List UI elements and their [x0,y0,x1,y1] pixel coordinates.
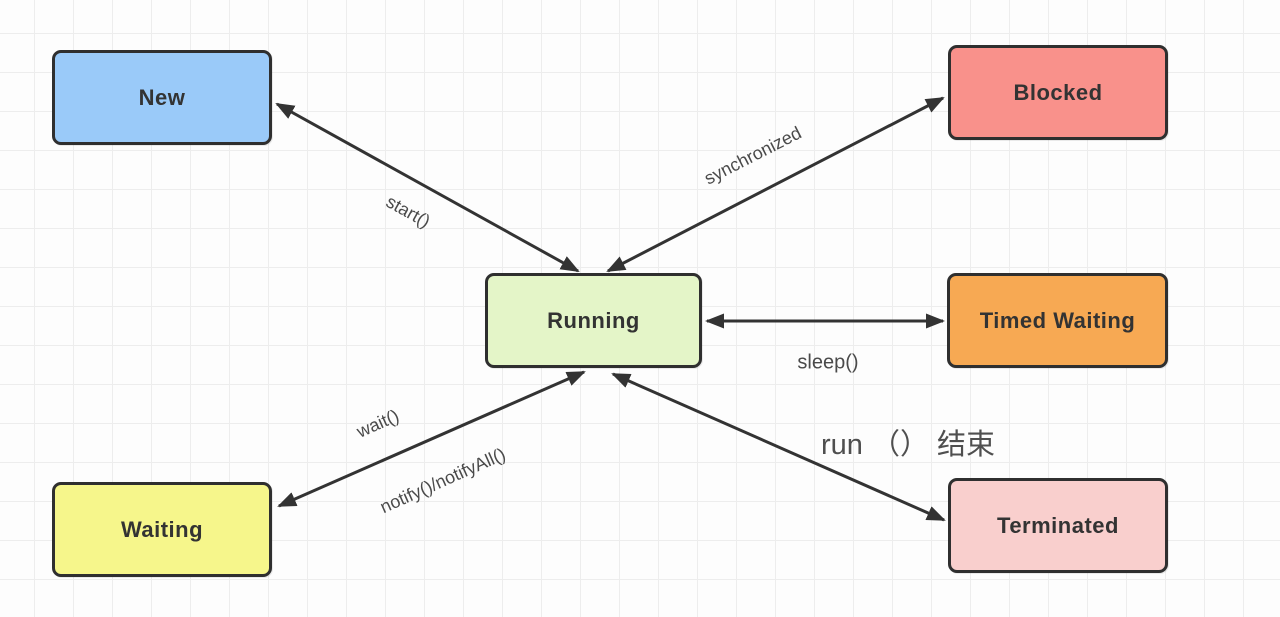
edge-new-running [275,102,580,273]
edge-running-blocked [606,96,945,273]
edge-running-terminated [611,372,946,522]
node-timed-waiting: Timed Waiting [947,273,1168,368]
edge-label-run-finish: run （） 结束 [820,429,996,461]
node-new: New [52,50,272,145]
node-running-label: Running [547,307,640,333]
node-waiting: Waiting [52,482,272,577]
node-blocked-label: Blocked [1013,79,1103,105]
node-new-label: New [138,84,186,110]
node-running: Running [485,273,702,368]
edge-waiting-running [277,370,586,508]
edge-label-sleep: sleep() [797,351,859,374]
node-blocked: Blocked [948,45,1168,140]
node-terminated: Terminated [948,478,1168,573]
node-timed-waiting-label: Timed Waiting [979,307,1136,333]
node-terminated-label: Terminated [997,512,1119,538]
node-waiting-label: Waiting [120,516,204,542]
